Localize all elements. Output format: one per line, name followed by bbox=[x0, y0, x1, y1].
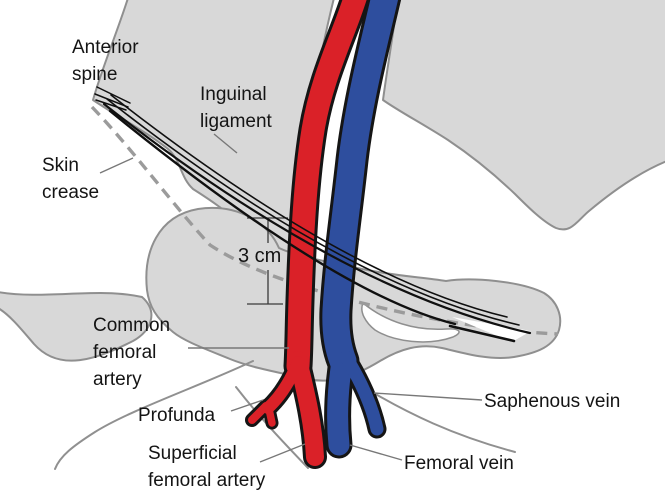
label-common-femoral-artery-line1: Common bbox=[93, 315, 171, 336]
pointer-line-profunda bbox=[230, 399, 264, 412]
ligament-fan-line-1 bbox=[96, 86, 131, 104]
label-common-femoral-artery-line3: artery bbox=[93, 369, 142, 390]
ligament-line-4 bbox=[108, 109, 457, 326]
ligament-line-2 bbox=[106, 98, 520, 326]
femoral-artery-vessel bbox=[248, 0, 367, 466]
label-3cm-measurement: 3 cm bbox=[238, 245, 282, 267]
label-inguinal-ligament-line1: Inguinal bbox=[200, 84, 267, 105]
label-anterior-spine-line1: Anterior bbox=[72, 37, 139, 58]
label-saphenous-vein: Saphenous vein bbox=[484, 391, 621, 412]
ligament-tip-bottom-line bbox=[448, 324, 516, 343]
common-femoral-artery-vessel bbox=[286, 0, 367, 378]
femoral-vein-branch-vessel bbox=[327, 344, 354, 456]
femur-shaft-left-line bbox=[235, 386, 309, 469]
label-anterior-spine: Anterior spine bbox=[72, 34, 139, 88]
label-superficial-femoral-artery-line2: femoral artery bbox=[148, 470, 266, 491]
label-anterior-spine-line2: spine bbox=[72, 64, 118, 85]
saphenous-vein-branch-vessel bbox=[339, 350, 384, 436]
profunda-tip-prong1-vessel bbox=[248, 402, 270, 424]
iliac-bone-right-shape bbox=[382, 0, 665, 231]
ligament-line-1 bbox=[110, 94, 508, 318]
pointer-lines-group bbox=[99, 133, 483, 463]
pointer-line-saphenous-vein bbox=[373, 392, 483, 401]
thigh-outline-arc bbox=[54, 360, 254, 470]
label-skin-crease-line1: Skin bbox=[42, 155, 79, 176]
pointer-line-inguinal-ligament bbox=[213, 133, 238, 154]
pubic-bone-shape bbox=[0, 291, 153, 362]
pointer-line-superficial-femoral-artery bbox=[259, 443, 306, 463]
label-femoral-vein: Femoral vein bbox=[404, 453, 514, 474]
femur-shaft-right-line bbox=[361, 385, 516, 453]
ligament-line-3 bbox=[102, 102, 532, 335]
profunda-artery-vessel bbox=[262, 356, 304, 414]
label-superficial-femoral-artery-line1: Superficial bbox=[148, 443, 237, 464]
label-inguinal-ligament: Inguinal ligament bbox=[200, 81, 272, 135]
label-profunda: Profunda bbox=[138, 405, 216, 426]
ligament-tip-white-wedge bbox=[452, 317, 531, 342]
femoral-vein-vessel bbox=[322, 0, 399, 456]
ligament-fan-line-3 bbox=[95, 99, 127, 111]
pointer-line-femoral-vein bbox=[349, 444, 403, 461]
profunda-tip-prong2-vessel bbox=[265, 405, 276, 427]
femur-shaft-lines-group bbox=[54, 360, 516, 470]
label-skin-crease-line2: crease bbox=[42, 182, 100, 203]
ligament-fan-line-2 bbox=[94, 93, 129, 108]
label-common-femoral-artery: Common femoral artery bbox=[93, 312, 170, 393]
trochanter-crescent-shape bbox=[361, 301, 460, 343]
label-inguinal-ligament-line2: ligament bbox=[200, 111, 272, 132]
label-common-femoral-artery-line2: femoral bbox=[93, 342, 157, 363]
inguinal-ligament-band bbox=[94, 86, 532, 343]
femoral-vein-trunk-vessel bbox=[322, 0, 399, 375]
label-skin-crease: Skin crease bbox=[42, 152, 99, 206]
label-superficial-femoral-artery: Superficial femoral artery bbox=[148, 440, 265, 491]
pointer-line-skin-crease bbox=[99, 157, 134, 174]
